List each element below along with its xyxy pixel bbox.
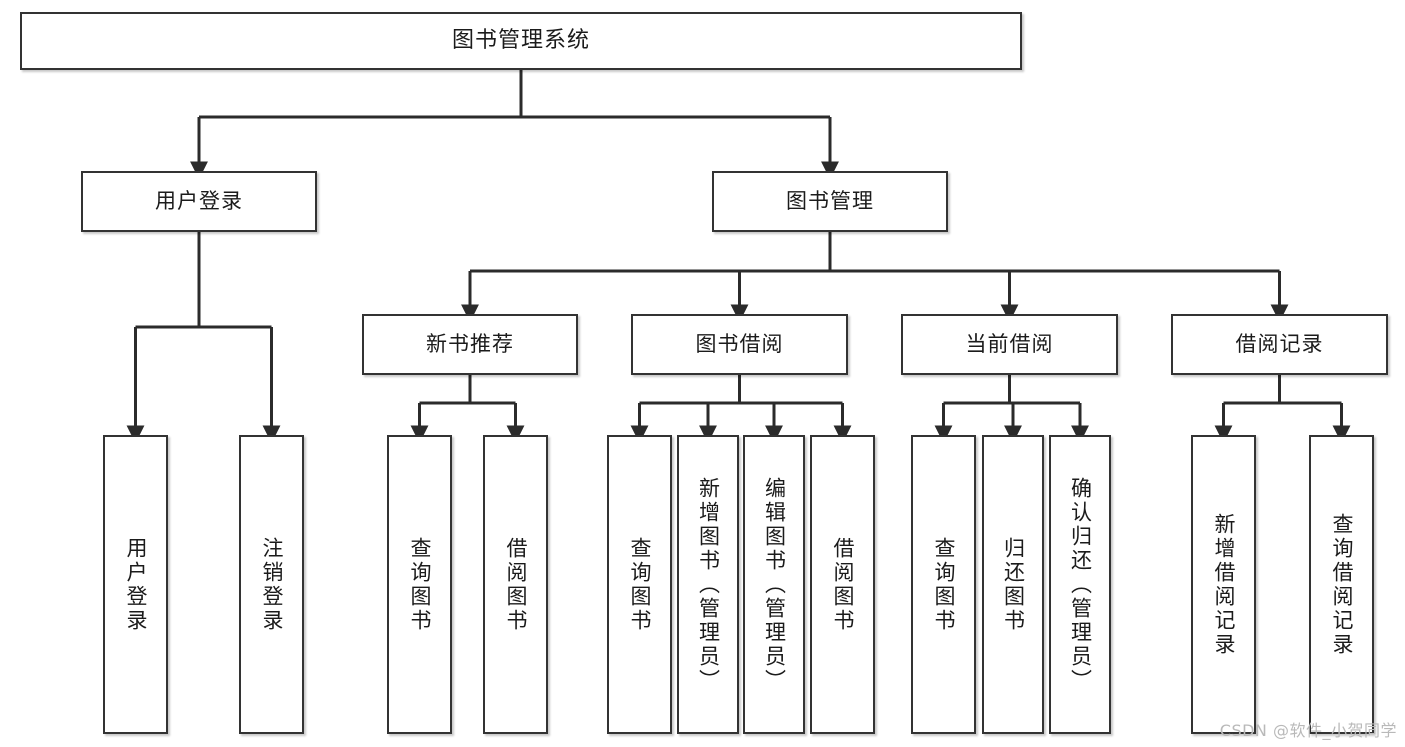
node-leaf-logout[interactable]: 注销登录 [239,435,304,734]
node-label-user-login: 用户登录 [155,189,243,214]
node-leaf-query-record[interactable]: 查询借阅记录 [1309,435,1374,734]
node-label-leaf-logout: 注销登录 [260,536,284,633]
node-leaf-return-book[interactable]: 归还图书 [982,435,1044,734]
node-user-login[interactable]: 用户登录 [81,171,317,232]
node-label-leaf-add-record: 新增借阅记录 [1212,512,1236,657]
node-label-leaf-confirm-return: 确认归还（管理员） [1068,476,1093,693]
node-leaf-borrow-book-1[interactable]: 借阅图书 [483,435,548,734]
node-label-leaf-query-record: 查询借阅记录 [1330,512,1354,657]
node-leaf-add-record[interactable]: 新增借阅记录 [1191,435,1256,734]
node-current-borrow[interactable]: 当前借阅 [901,314,1118,375]
node-label-new-book-rec: 新书推荐 [426,332,514,357]
node-book-manage[interactable]: 图书管理 [712,171,948,232]
node-book-borrow[interactable]: 图书借阅 [631,314,848,375]
node-leaf-edit-book[interactable]: 编辑图书（管理员） [743,435,805,734]
node-label-leaf-query-book-2: 查询图书 [628,536,652,633]
node-leaf-borrow-book-2[interactable]: 借阅图书 [810,435,875,734]
node-label-borrow-record: 借阅记录 [1235,332,1324,357]
node-root[interactable]: 图书管理系统 [20,12,1022,70]
node-leaf-user-login[interactable]: 用户登录 [103,435,168,734]
node-label-leaf-user-login: 用户登录 [124,536,148,633]
node-new-book-rec[interactable]: 新书推荐 [362,314,578,375]
node-label-leaf-borrow-book-2: 借阅图书 [831,536,855,633]
node-borrow-record[interactable]: 借阅记录 [1171,314,1388,375]
node-leaf-query-book-1[interactable]: 查询图书 [387,435,452,734]
node-label-leaf-return-book: 归还图书 [1001,536,1026,633]
watermark-text: CSDN @软件_小贺同学 [1219,721,1397,740]
node-leaf-confirm-return[interactable]: 确认归还（管理员） [1049,435,1111,734]
node-label-book-borrow: 图书借阅 [695,332,784,357]
node-label-leaf-add-book: 新增图书（管理员） [696,476,721,693]
node-label-leaf-query-book-3: 查询图书 [932,536,956,633]
node-label-leaf-query-book-1: 查询图书 [408,536,432,633]
node-leaf-query-book-3[interactable]: 查询图书 [911,435,976,734]
node-leaf-add-book[interactable]: 新增图书（管理员） [677,435,739,734]
node-leaf-query-book-2[interactable]: 查询图书 [607,435,672,734]
node-label-book-manage: 图书管理 [786,189,874,214]
node-label-current-borrow: 当前借阅 [965,332,1054,357]
node-label-root: 图书管理系统 [451,28,590,54]
node-label-leaf-borrow-book-1: 借阅图书 [504,536,528,633]
node-label-leaf-edit-book: 编辑图书（管理员） [762,476,787,693]
